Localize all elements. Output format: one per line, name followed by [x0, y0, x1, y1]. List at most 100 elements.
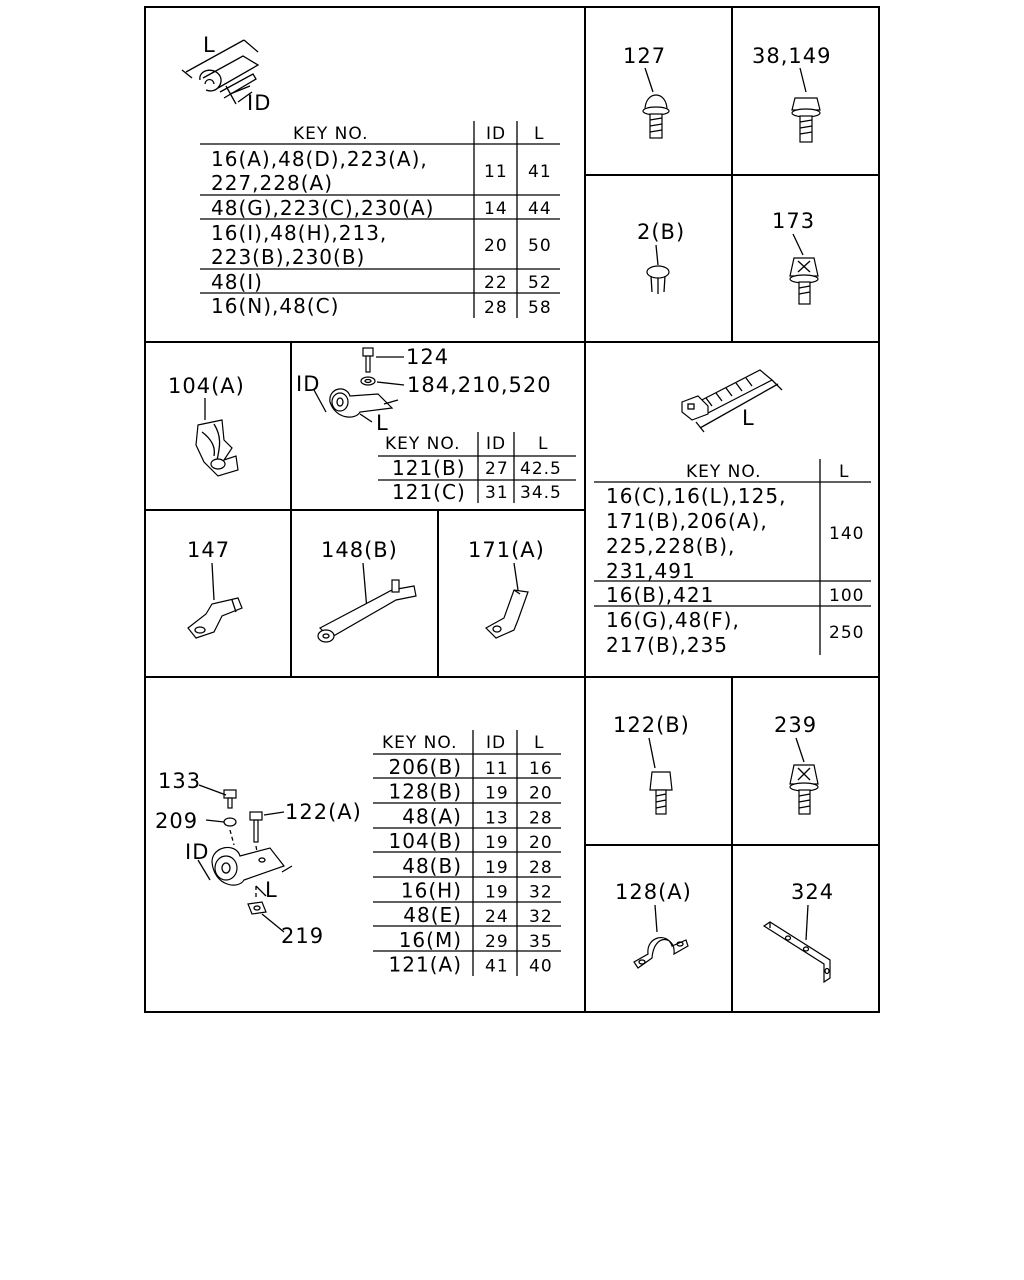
table-cell-key: 171(B),206(A),: [606, 509, 768, 533]
table-cell-l: 34.5: [520, 483, 562, 503]
table-header-l: L: [538, 434, 548, 454]
part-173: 173: [772, 209, 819, 305]
part-104a: 104(A): [168, 374, 245, 477]
table-cell-key: 227,228(A): [211, 171, 333, 195]
table-cell-id: 11: [484, 162, 508, 182]
callout-label: 122(A): [285, 800, 362, 824]
table-header-l: L: [534, 733, 544, 753]
part-147: 147: [187, 538, 243, 639]
table-cell-l: 20: [529, 833, 553, 853]
part-label: 38,149: [752, 44, 831, 68]
table-cell-l: 28: [529, 808, 553, 828]
table-cell-id: 14: [484, 199, 508, 219]
table-cell-key: 16(I),48(H),213,: [211, 221, 387, 245]
table-cell-key: 16(M): [399, 928, 462, 952]
dim-l-label: L: [203, 33, 216, 57]
callout-label: 184,210,520: [407, 373, 552, 397]
table-header-id: ID: [486, 733, 506, 753]
table-cell-key: 48(E): [403, 903, 462, 927]
table-cell-l: 52: [528, 273, 552, 293]
table-cell-l: 100: [829, 586, 864, 606]
table-header-key: KEY NO.: [293, 124, 369, 144]
table-cell-id: 28: [484, 298, 508, 318]
callout-label: 133: [158, 769, 201, 793]
part-label: 147: [187, 538, 230, 562]
table-cell-id: 22: [484, 273, 508, 293]
table-cell-key: 16(N),48(C): [211, 294, 339, 318]
table-header-key: KEY NO.: [385, 434, 461, 454]
table-cell-l: 16: [529, 759, 553, 779]
part-label: 171(A): [468, 538, 545, 562]
cable-tie-drawing: [681, 369, 783, 433]
part-148b: 148(B): [317, 538, 417, 643]
part-label: 148(B): [321, 538, 398, 562]
clip-assembly-drawing: [197, 789, 293, 915]
table-cell-l: 28: [529, 858, 553, 878]
part-label: 104(A): [168, 374, 245, 398]
table-cell-key: 16(G),48(F),: [606, 608, 740, 632]
table-cell-id: 19: [485, 858, 509, 878]
part-122b: 122(B): [613, 713, 690, 815]
table-cell-key: 121(B): [392, 456, 466, 480]
clip-124-drawing: [313, 347, 399, 423]
table-cell-key: 217(B),235: [606, 633, 728, 657]
table-cell-l: 250: [829, 623, 864, 643]
part-label: 173: [772, 209, 815, 233]
dim-l-label: L: [742, 406, 755, 430]
table-cell-key: 48(B): [402, 854, 462, 878]
table-cell-key: 225,228(B),: [606, 534, 735, 558]
table-cell-id: 19: [485, 883, 509, 903]
table-header-l: L: [839, 462, 849, 482]
table-header-id: ID: [486, 434, 506, 454]
table-cell-l: 32: [529, 907, 553, 927]
part-171a: 171(A): [468, 538, 545, 639]
table-header-key: KEY NO.: [686, 462, 762, 482]
part-label: 122(B): [613, 713, 690, 737]
table-cell-key: 206(B): [389, 755, 463, 779]
panel-d: 133 209 122(A) 219 ID L KEY NO. ID L 206…: [155, 730, 561, 977]
panel-b-table: KEY NO. ID L 121(B) 27 42.5 121(C) 31 34…: [378, 432, 576, 504]
dim-id-label: ID: [185, 840, 209, 864]
callout-label: 124: [406, 345, 449, 369]
table-cell-id: 31: [485, 483, 509, 503]
table-cell-id: 20: [484, 236, 508, 256]
part-label: 128(A): [615, 880, 692, 904]
table-cell-key: 48(A): [402, 804, 462, 828]
table-cell-key: 128(B): [389, 780, 463, 804]
table-cell-l: 32: [529, 883, 553, 903]
table-cell-key: 16(B),421: [606, 583, 714, 607]
part-label: 2(B): [637, 220, 685, 244]
callout-label: 219: [281, 924, 324, 948]
table-cell-l: 58: [528, 298, 552, 318]
table-cell-key: 48(I): [211, 270, 263, 294]
table-cell-id: 24: [485, 907, 509, 927]
table-cell-key: 16(C),16(L),125,: [606, 484, 786, 508]
table-cell-key: 16(H): [401, 879, 462, 903]
table-cell-id: 19: [485, 833, 509, 853]
table-cell-id: 19: [485, 784, 509, 804]
table-cell-id: 29: [485, 932, 509, 952]
part-label: 127: [623, 44, 666, 68]
callout-label: 209: [155, 809, 198, 833]
hose-clip-drawing: [181, 39, 260, 105]
table-cell-key: 48(G),223(C),230(A): [211, 196, 434, 220]
table-cell-l: 40: [529, 957, 553, 977]
table-cell-l: 44: [528, 199, 552, 219]
table-header-key: KEY NO.: [382, 733, 458, 753]
part-label: 324: [791, 880, 834, 904]
table-cell-key: 223(B),230(B): [211, 245, 365, 269]
table-cell-key: 121(A): [389, 953, 462, 977]
table-cell-id: 11: [485, 759, 509, 779]
panel-a: L ID KEY NO. ID L 16(A),48(D),223(A), 22…: [181, 33, 560, 318]
dim-id-label: ID: [296, 372, 320, 396]
panel-b: 124 184,210,520 ID L KEY NO. ID L 121(B)…: [296, 345, 576, 504]
table-cell-key: 104(B): [389, 829, 463, 853]
table-cell-id: 41: [485, 957, 509, 977]
table-cell-key: 231,491: [606, 559, 696, 583]
dim-l-label: L: [265, 878, 278, 902]
part-2b: 2(B): [637, 220, 685, 294]
table-cell-l: 50: [528, 236, 552, 256]
table-header-id: ID: [486, 124, 506, 144]
part-128a: 128(A): [615, 880, 692, 969]
part-label: 239: [774, 713, 817, 737]
